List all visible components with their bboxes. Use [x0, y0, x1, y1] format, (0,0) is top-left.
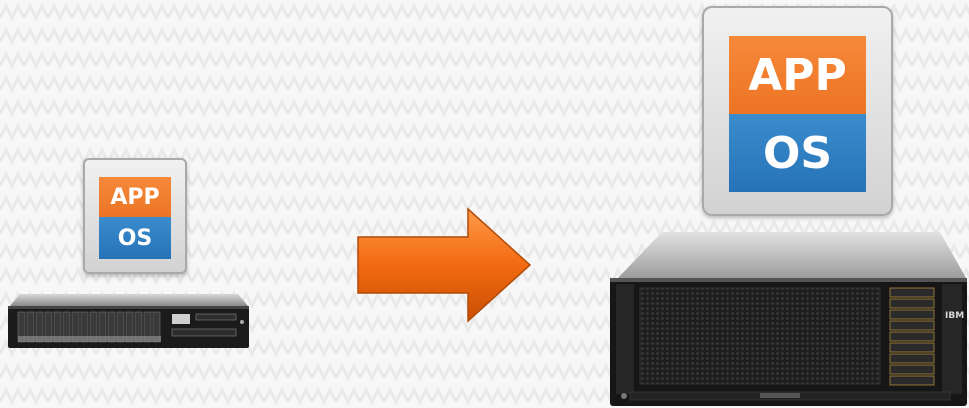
small-app-block: APP [99, 177, 171, 217]
large-app-block: APP [729, 36, 866, 114]
migration-arrow [356, 207, 532, 323]
small-app-os-tile: APP OS [83, 158, 187, 274]
ibm-logo: IBM [945, 311, 964, 321]
small-os-block: OS [99, 217, 171, 259]
large-rack-server: IBM [600, 226, 969, 408]
small-rack-server [6, 292, 251, 350]
large-app-os-tile: APP OS [702, 6, 893, 216]
large-os-block: OS [729, 114, 866, 192]
